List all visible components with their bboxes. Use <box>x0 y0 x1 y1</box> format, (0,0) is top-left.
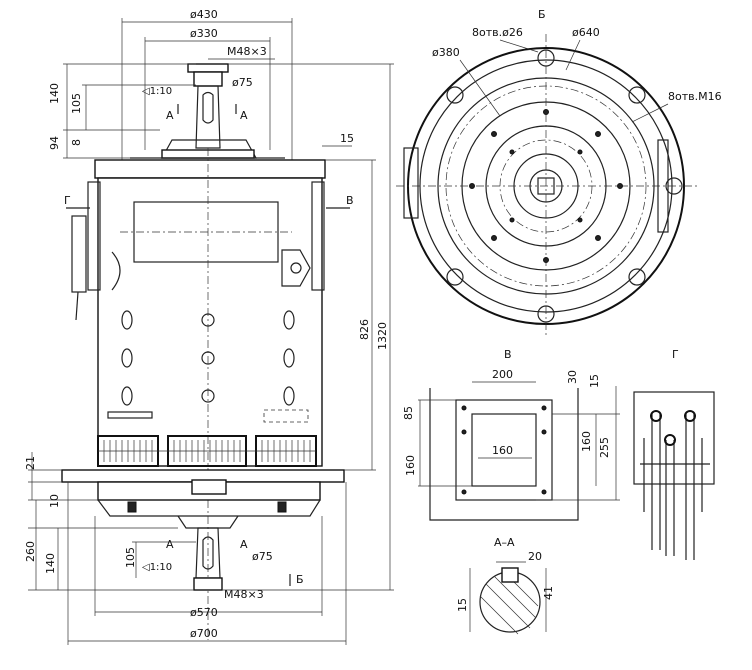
side-view: ø430 ø330 М48×3 ◁1:10 ø75 А А 140 105 94… <box>24 8 394 645</box>
section-a-left-bot: А <box>166 538 174 551</box>
arrow-g-label: Г <box>64 194 71 207</box>
dim-826: 826 <box>358 319 371 340</box>
dim-d75-top: ø75 <box>232 76 253 89</box>
dim-d700: ø700 <box>190 627 218 640</box>
section-a-right: А <box>240 109 248 122</box>
dim-v-30: 30 <box>566 370 579 384</box>
section-a-left: А <box>166 109 174 122</box>
label-holes-26: 8отв.ø26 <box>472 26 523 39</box>
section-a-right-bot: А <box>240 538 248 551</box>
label-holes-m16: 8отв.М16 <box>668 90 722 103</box>
dim-aa-15: 15 <box>456 598 469 612</box>
view-v-title: В <box>504 348 512 361</box>
dim-v-85: 85 <box>402 406 415 420</box>
view-v: В 200 160 30 15 85 160 160 255 <box>402 348 620 521</box>
dim-taper-top: ◁1:10 <box>142 86 172 97</box>
dim-94: 94 <box>48 136 61 150</box>
view-g-title: Г <box>672 348 679 361</box>
arrow-v-label: В <box>346 194 354 207</box>
dim-m48-bot: М48×3 <box>224 588 264 601</box>
dim-21: 21 <box>24 456 37 470</box>
dim-v-160-w: 160 <box>492 444 513 457</box>
dim-v-200: 200 <box>492 368 513 381</box>
view-g: Г <box>633 348 715 560</box>
dim-d570: ø570 <box>190 606 218 619</box>
dim-105-bot: 105 <box>124 547 137 568</box>
label-d640: ø640 <box>572 26 600 39</box>
dim-v-15: 15 <box>588 374 601 388</box>
label-d380: ø380 <box>432 46 460 59</box>
dim-d330: ø330 <box>190 27 218 40</box>
dim-d75-bot: ø75 <box>252 550 273 563</box>
dim-v-160-left: 160 <box>404 455 417 476</box>
dim-140-top: 140 <box>48 83 61 104</box>
section-aa-title: А–А <box>494 536 515 549</box>
dim-140-bot: 140 <box>44 553 57 574</box>
dim-v-160-right: 160 <box>580 431 593 452</box>
dim-1320: 1320 <box>376 322 389 350</box>
arrow-b-label: Б <box>296 573 304 586</box>
dim-aa-41: 41 <box>542 586 555 600</box>
dim-v-255: 255 <box>598 437 611 458</box>
vent-grilles <box>97 435 317 467</box>
dim-8: 8 <box>70 139 83 146</box>
dim-260: 260 <box>24 541 37 562</box>
dim-10: 10 <box>48 494 61 508</box>
dim-aa-20: 20 <box>528 550 542 563</box>
dim-m48-top: М48×3 <box>227 45 267 58</box>
section-aa: А–А 20 15 41 <box>456 536 555 635</box>
dim-105-top: 105 <box>70 93 83 114</box>
view-b: Б 8отв <box>396 8 722 336</box>
view-b-title: Б <box>538 8 546 21</box>
dim-taper-bot: ◁1:10 <box>142 562 172 573</box>
dim-d430: ø430 <box>190 8 218 21</box>
dim-15: 15 <box>340 132 354 145</box>
